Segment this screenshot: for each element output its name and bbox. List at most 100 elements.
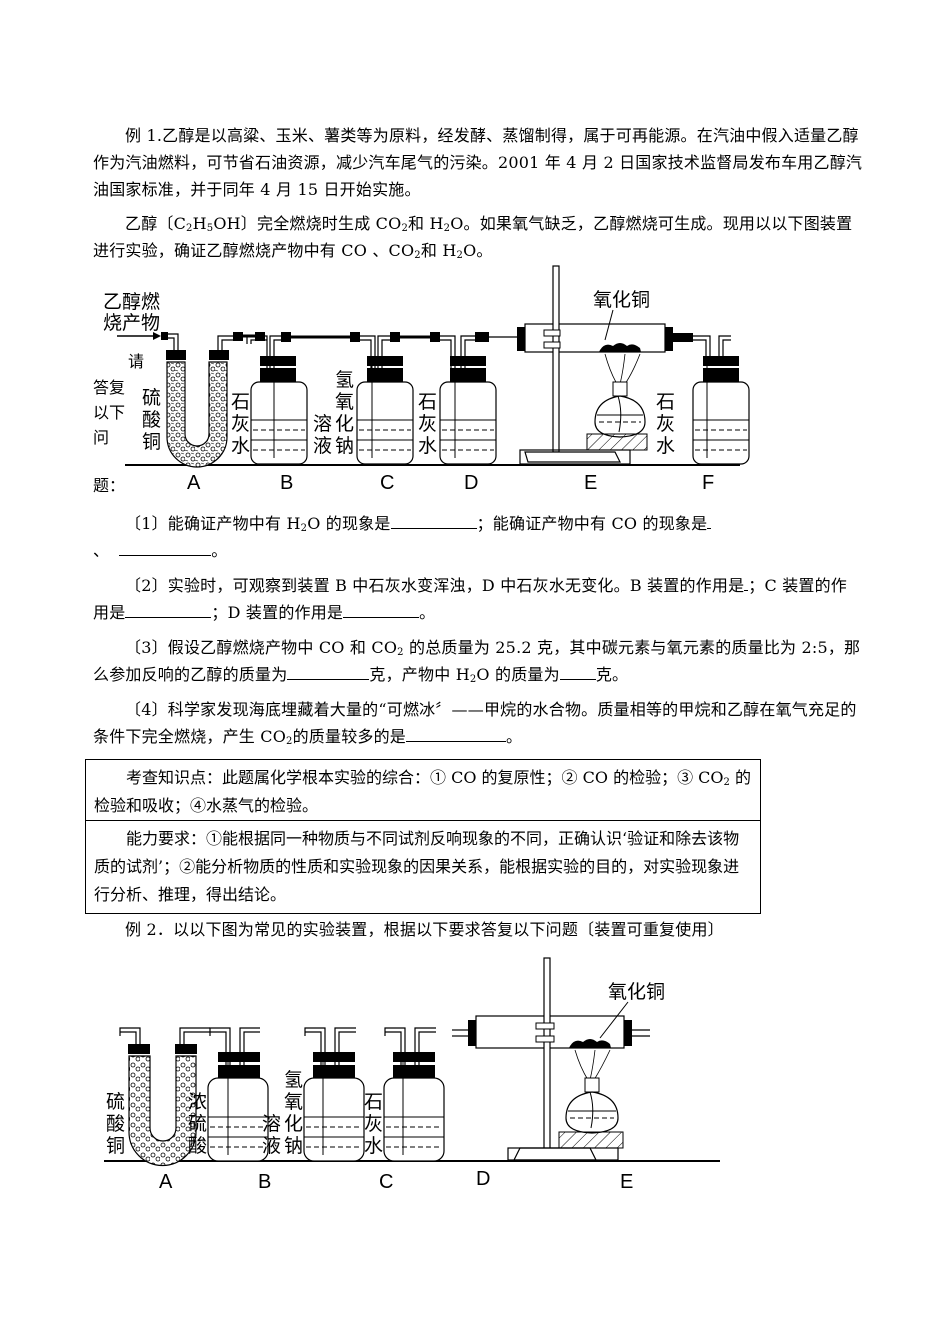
bottle-b: [207, 1027, 269, 1162]
svg-text:氧: 氧: [284, 1091, 303, 1113]
text: 。: [419, 603, 436, 622]
answer-blank[interactable]: [390, 510, 477, 529]
reagent-label-d: 石 灰 水: [418, 391, 437, 457]
answer-blank[interactable]: [119, 537, 212, 556]
question-number: 〔3〕: [125, 638, 168, 657]
reagent-label-f: 石 灰 水: [656, 391, 675, 457]
bottle-b: [246, 332, 350, 465]
text: ；C 装置的作用是: [93, 576, 848, 622]
text: ；能确证产物中有 CO 的现象是: [476, 514, 708, 533]
subscript: 2: [186, 223, 193, 234]
text: 、: [93, 541, 110, 560]
text: H: [192, 214, 207, 233]
text: 能确证产物中有 H: [167, 514, 301, 533]
label-c: C: [379, 1171, 393, 1193]
question-4: 〔4〕科学家发现海底埋藏着大量的“可燃冰〞——甲烷的水合物。质量相等的甲烷和乙醇…: [93, 696, 863, 750]
text: O。如果氧气缺乏，乙醇燃烧可生成。现用以以下图装置进行实验，确证乙醇燃烧产物中有…: [93, 214, 853, 260]
answer-blank[interactable]: [125, 599, 212, 618]
subscript: 2: [286, 736, 293, 747]
bottle-d: [430, 332, 497, 465]
answer-blank[interactable]: [343, 599, 420, 618]
reagent-label-a: 硫 酸 铜: [106, 1091, 125, 1157]
text: 的质量较多的是: [292, 727, 407, 746]
answer-blank[interactable]: [744, 572, 749, 591]
heating-apparatus-e: 氧化铜: [452, 957, 665, 1161]
answer-blank[interactable]: [559, 661, 596, 680]
text: 假设乙醇燃烧产物中 CO 和 CO: [167, 638, 398, 657]
label-d: D: [476, 1168, 490, 1190]
svg-text:钠: 钠: [284, 1135, 303, 1157]
text: 考查知识点：此题属化学根本实验的综合：① CO 的复原性；② CO 的检验；③ …: [126, 768, 724, 787]
svg-text:灰: 灰: [656, 413, 675, 435]
answer-blank[interactable]: [707, 510, 712, 529]
text: 乙醇〔C: [125, 214, 187, 233]
svg-text:灰: 灰: [231, 413, 250, 435]
svg-text:溶: 溶: [313, 413, 332, 435]
text: 。: [211, 541, 228, 560]
inlet-label-1: 乙醇燃: [103, 291, 160, 313]
svg-text:水: 水: [656, 435, 675, 457]
text: O 的质量为: [476, 665, 560, 684]
text: ；D 装置的作用是: [211, 603, 344, 622]
subscript: 2: [397, 647, 404, 658]
bottle-c: [350, 332, 430, 465]
label-a: A: [187, 472, 201, 494]
svg-text:硫: 硫: [106, 1091, 125, 1113]
svg-text:硫: 硫: [188, 1113, 207, 1135]
svg-text:水: 水: [231, 435, 250, 457]
svg-text:氢: 氢: [335, 369, 354, 391]
example2-intro: 例 2．以以下图为常见的实验装置，根据以下要求答复以下问题〔装置可重复使用〕: [125, 920, 724, 939]
text: 实验时，可观察到装置 B 中石灰水变浑浊，D 中石灰水无变化。B 装置的作用是: [167, 576, 745, 595]
heating-apparatus-e: 氧化铜: [489, 265, 731, 465]
reagent-label-b: 浓 硫 酸: [188, 1091, 207, 1157]
text: 的检验和吸收；④水蒸气的检验。: [94, 768, 751, 815]
svg-text:液: 液: [262, 1135, 281, 1157]
side-text-4: 问: [93, 428, 110, 447]
question-2: 〔2〕实验时，可观察到装置 B 中石灰水变浑浊，D 中石灰水无变化。B 装置的作…: [93, 572, 863, 626]
question-3: 〔3〕假设乙醇燃烧产物中 CO 和 CO2 的总质量为 25.2 克，其中碳元素…: [93, 634, 863, 688]
label-e: E: [620, 1171, 633, 1193]
svg-text:液: 液: [313, 435, 332, 457]
answer-blank[interactable]: [406, 723, 507, 742]
label-f: F: [702, 472, 714, 494]
svg-text:石: 石: [231, 391, 250, 413]
question-1: 〔1〕能确证产物中有 H2O 的现象是；能确证产物中有 CO 的现象是: [93, 510, 863, 537]
example1-intro: 例 1.乙醇是以高粱、玉米、薯类等为原料，经发酵、蒸馏制得，属于可再能源。在汽油…: [93, 126, 863, 199]
apparatus-diagram-2: 氧化铜 硫 酸 铜 浓 硫 酸 氢 氧 化 钠 溶 液 石 灰 水 A B C …: [104, 957, 720, 1193]
label-e: E: [584, 472, 597, 494]
label-d: D: [464, 472, 478, 494]
subscript: 2: [469, 674, 477, 685]
subscript: 2: [443, 223, 451, 234]
side-text-3: 以下: [93, 403, 126, 422]
reagent-label-d: 石 灰 水: [364, 1091, 383, 1157]
analysis-box: 考查知识点：此题属化学根本实验的综合：① CO 的复原性；② CO 的检验；③ …: [85, 759, 761, 914]
question-number: 〔1〕: [125, 514, 168, 533]
subscript: 2: [300, 523, 308, 534]
reagent-label-c: 氢 氧 化 钠 溶 液: [313, 369, 354, 457]
svg-text:溶: 溶: [262, 1113, 281, 1135]
svg-text:化: 化: [335, 413, 354, 435]
svg-text:酸: 酸: [142, 409, 161, 431]
text: 。: [506, 727, 523, 746]
text: 和 H: [408, 214, 444, 233]
text: 克。: [595, 665, 629, 684]
bottle-d: [383, 1027, 445, 1162]
bottle-f: [692, 356, 750, 465]
label-a: A: [159, 1171, 173, 1193]
question-number: 〔4〕: [125, 700, 168, 719]
knowledge-points: 考查知识点：此题属化学根本实验的综合：① CO 的复原性；② CO 的检验；③ …: [86, 760, 760, 820]
text: 的总质量为 25.2 克，其中碳元素与氧元素的质量比为 2:5，那么参加反响的乙…: [93, 638, 861, 684]
question-1-continued: 、。: [93, 537, 863, 564]
u-tube-a: [119, 1027, 210, 1167]
ability-requirements: 能力要求：①能根据同一种物质与不同试剂反响现象的不同，正确认识‘验证和除去该物质…: [86, 820, 760, 913]
inlet-label-2: 烧产物: [103, 312, 160, 334]
svg-text:灰: 灰: [418, 413, 437, 435]
svg-text:石: 石: [656, 391, 675, 413]
text: O。: [463, 241, 493, 260]
svg-text:氧: 氧: [335, 391, 354, 413]
answer-blank[interactable]: [287, 661, 370, 680]
reagent-label-b: 石 灰 水: [231, 391, 250, 457]
svg-text:水: 水: [364, 1135, 383, 1157]
svg-text:灰: 灰: [364, 1113, 383, 1135]
svg-text:石: 石: [364, 1091, 383, 1113]
